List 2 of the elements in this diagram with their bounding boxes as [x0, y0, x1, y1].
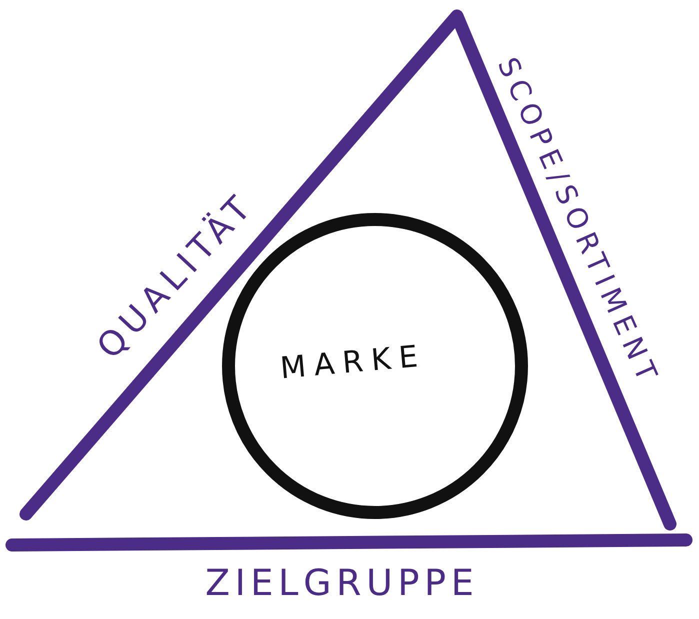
center-label: MARKE [279, 342, 427, 384]
side-label: ZIELGRUPPE [205, 566, 479, 602]
